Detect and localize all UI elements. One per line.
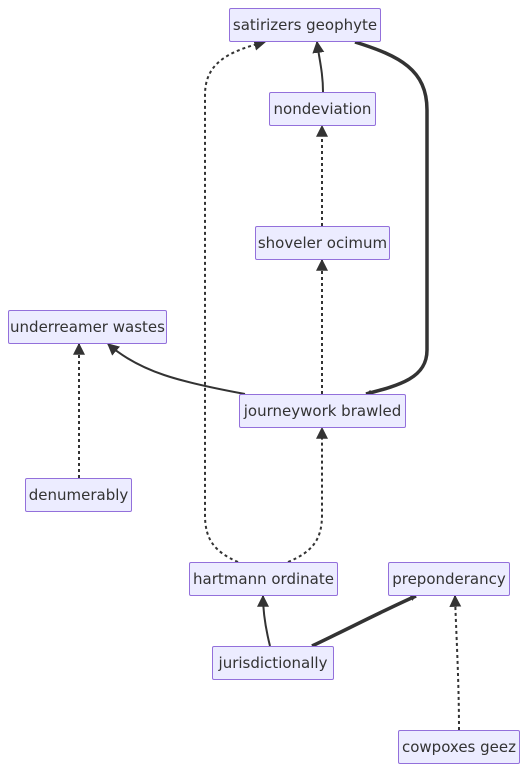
edge-hartmann-to-satirizers	[204, 38, 267, 563]
edge-satirizers-to-journeywork	[354, 40, 429, 396]
node-satirizers[interactable]: satirizers geophyte	[229, 8, 381, 42]
node-denumerably[interactable]: denumerably	[25, 478, 132, 512]
node-underreamer[interactable]: underreamer wastes	[8, 310, 167, 344]
node-journeywork[interactable]: journeywork brawled	[239, 394, 406, 428]
node-hartmann[interactable]: hartmann ordinate	[189, 562, 338, 596]
edge-jurisdictionally-to-hartmann	[257, 594, 271, 647]
node-nondeviation[interactable]: nondeviation	[269, 92, 376, 126]
edge-journeywork-to-underreamer	[107, 343, 246, 395]
edge-cowpoxes-to-preponderancy	[449, 594, 462, 731]
edge-hartmann-to-journeywork	[287, 426, 328, 563]
node-cowpoxes[interactable]: cowpoxes geez	[398, 730, 520, 764]
node-shoveler[interactable]: shoveler ocimum	[255, 226, 390, 260]
node-jurisdictionally[interactable]: jurisdictionally	[212, 646, 334, 680]
node-preponderancy[interactable]: preponderancy	[388, 562, 510, 596]
edge-jurisdictionally-to-preponderancy	[311, 594, 417, 648]
edge-nondeviation-to-satirizers	[312, 40, 325, 93]
